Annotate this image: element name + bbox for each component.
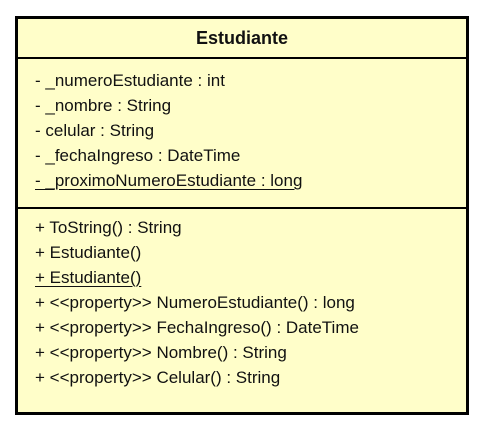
class-name: Estudiante: [18, 19, 466, 59]
operation-fecha-ingreso: + <<property>> FechaIngreso() : DateTime: [35, 318, 359, 337]
attribute-nombre: - _nombre : String: [35, 96, 172, 115]
operation-constructor: + Estudiante(): [35, 243, 142, 262]
operation-nombre: + <<property>> Nombre() : String: [35, 343, 287, 362]
operation-numero-estudiante: + <<property>> NumeroEstudiante() : long: [35, 293, 355, 312]
uml-class-box[interactable]: Estudiante - _numeroEstudiante : int - _…: [15, 16, 469, 415]
attribute-proximo-numero-estudiante: - _proximoNumeroEstudiante : long: [35, 171, 303, 190]
operations-compartment: + ToString() : String + Estudiante() + E…: [18, 209, 466, 390]
attribute-numero-estudiante: - _numeroEstudiante : int: [35, 71, 225, 90]
attribute-fecha-ingreso: - _fechaIngreso : DateTime: [35, 146, 241, 165]
operation-static-constructor: + Estudiante(): [35, 268, 142, 287]
operation-to-string: + ToString() : String: [35, 218, 182, 237]
attributes-compartment: - _numeroEstudiante : int - _nombre : St…: [18, 59, 466, 209]
attribute-celular: - celular : String: [35, 121, 155, 140]
operation-celular: + <<property>> Celular() : String: [35, 368, 281, 387]
